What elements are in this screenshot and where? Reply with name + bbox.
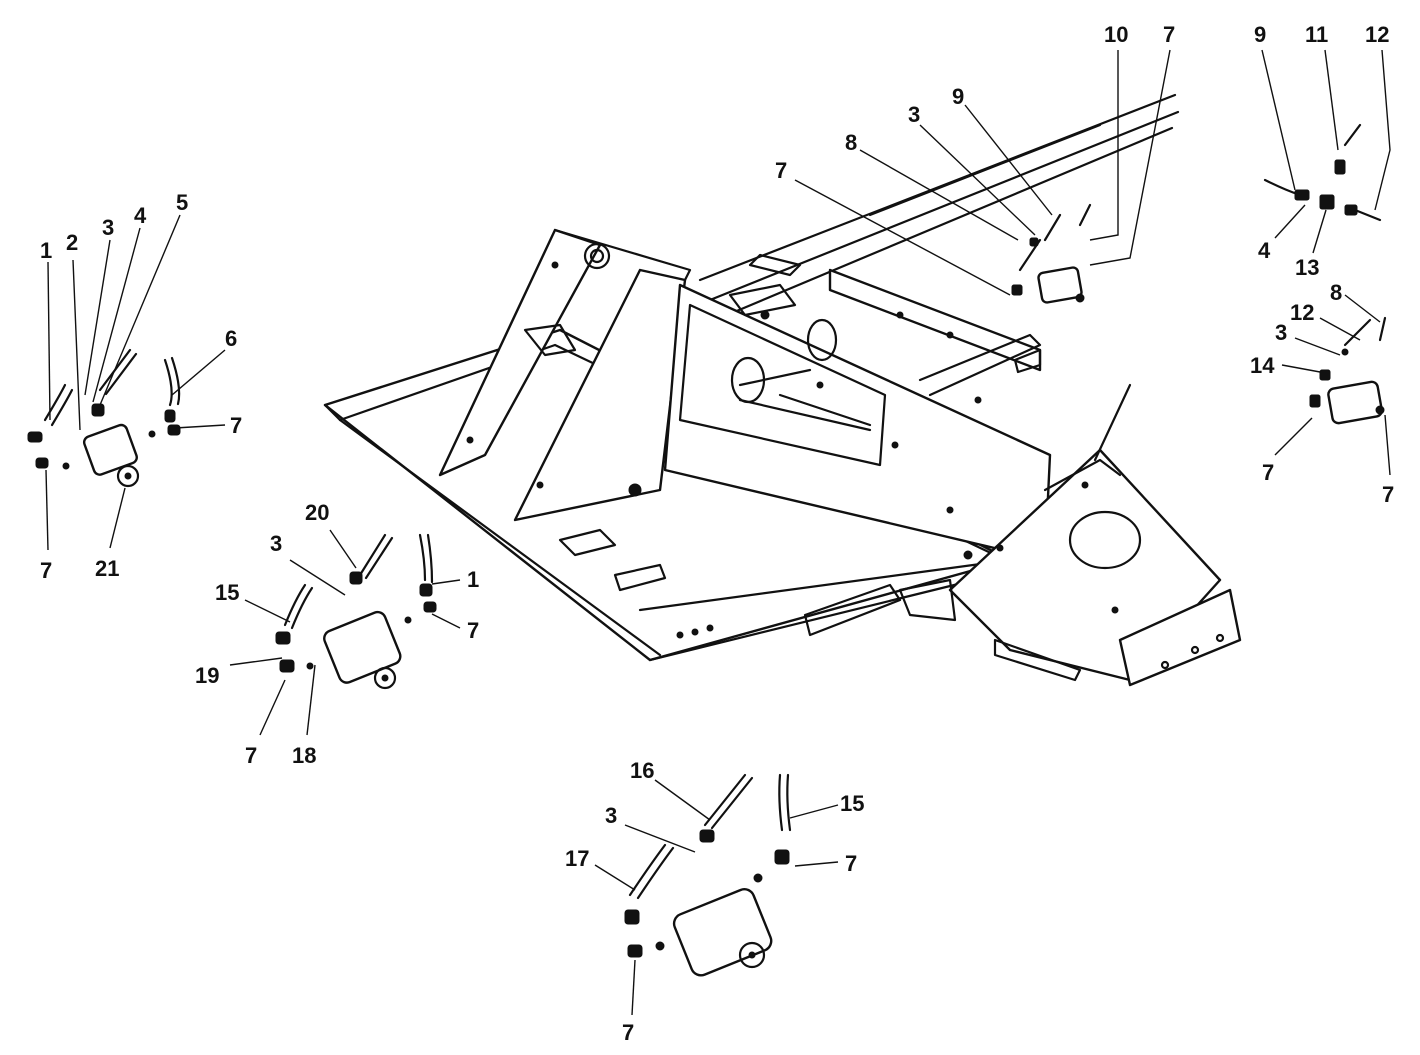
callout-7: 7 bbox=[775, 158, 787, 183]
callout-20: 20 bbox=[305, 500, 329, 525]
callout-7: 7 bbox=[230, 413, 242, 438]
callout-7: 7 bbox=[845, 851, 857, 876]
callout-12: 12 bbox=[1365, 22, 1389, 47]
motor-assembly-middle-left bbox=[275, 533, 437, 690]
callout-10: 10 bbox=[1104, 22, 1128, 47]
callout-3: 3 bbox=[908, 102, 920, 127]
callout-2: 2 bbox=[66, 230, 78, 255]
motor-assembly-bottom-center bbox=[624, 773, 792, 977]
callout-9: 9 bbox=[952, 84, 964, 109]
callout-13: 13 bbox=[1295, 255, 1319, 280]
callout-4: 4 bbox=[134, 203, 147, 228]
callout-7: 7 bbox=[1262, 460, 1274, 485]
callout-6: 6 bbox=[225, 326, 237, 351]
tee-fitting-assembly bbox=[1263, 123, 1382, 222]
callout-labels: 1 2 3 4 5 6 7 7 21 20 3 15 1 7 19 7 18 1… bbox=[40, 22, 1394, 1045]
callout-7: 7 bbox=[1163, 22, 1175, 47]
callout-19: 19 bbox=[195, 663, 219, 688]
callout-1: 1 bbox=[467, 567, 479, 592]
callout-21: 21 bbox=[95, 556, 119, 581]
callout-5: 5 bbox=[176, 190, 188, 215]
callout-11: 11 bbox=[1305, 22, 1328, 47]
callout-12: 12 bbox=[1290, 300, 1314, 325]
callout-8: 8 bbox=[845, 130, 857, 155]
motor-assembly-top-center bbox=[1011, 203, 1092, 304]
motor-assembly-right bbox=[1309, 316, 1387, 425]
callout-7: 7 bbox=[40, 558, 52, 583]
callout-15: 15 bbox=[215, 580, 239, 605]
callout-15: 15 bbox=[840, 791, 864, 816]
callout-8: 8 bbox=[1330, 280, 1342, 305]
leader-lines bbox=[45, 49, 1391, 1016]
callout-3: 3 bbox=[270, 531, 282, 556]
callout-16: 16 bbox=[630, 758, 654, 783]
callout-1: 1 bbox=[40, 238, 52, 263]
callout-14: 14 bbox=[1250, 353, 1275, 378]
callout-18: 18 bbox=[292, 743, 316, 768]
callout-4: 4 bbox=[1258, 238, 1271, 263]
chassis-frame bbox=[323, 93, 1242, 687]
callout-7: 7 bbox=[467, 618, 479, 643]
callout-17: 17 bbox=[565, 846, 589, 871]
callout-3: 3 bbox=[102, 215, 114, 240]
callout-3: 3 bbox=[605, 803, 617, 828]
callout-9: 9 bbox=[1254, 22, 1266, 47]
callout-3: 3 bbox=[1275, 320, 1287, 345]
callout-7: 7 bbox=[622, 1020, 634, 1045]
callout-7: 7 bbox=[245, 743, 257, 768]
motor-assembly-top-left bbox=[27, 348, 181, 488]
callout-7: 7 bbox=[1382, 482, 1394, 507]
